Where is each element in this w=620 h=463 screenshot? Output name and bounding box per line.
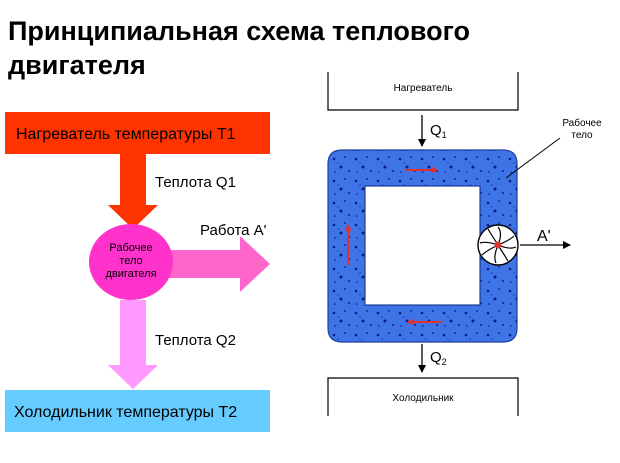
work-label: Работа A' xyxy=(200,222,267,239)
right-heater-box xyxy=(327,72,519,111)
work-arrow xyxy=(165,236,270,292)
working-body xyxy=(89,224,173,300)
q1-label: Q1 xyxy=(430,122,447,140)
heater-label: Нагреватель температуры T1 xyxy=(16,126,236,143)
working-body-line-3: двигателя xyxy=(105,268,156,280)
page-title: Принципиальная схема теплового двигателя xyxy=(8,14,608,82)
title-line-1: Принципиальная схема теплового xyxy=(8,16,471,46)
cooler-label: Холодильник температуры T2 xyxy=(14,404,237,421)
right-scheme: Нагреватель Q1 xyxy=(327,72,602,416)
working-body-callout xyxy=(505,137,561,179)
cooler-box xyxy=(5,390,270,432)
q2-label: Q2 xyxy=(430,349,447,367)
working-body-line-2: тело xyxy=(119,255,142,267)
heat-out-arrow xyxy=(108,300,158,389)
heat-out-label: Теплота Q2 xyxy=(155,332,236,349)
working-body-dots xyxy=(328,150,517,342)
heat-in-label: Теплота Q1 xyxy=(155,174,236,191)
title-line-2: двигателя xyxy=(8,50,146,80)
working-body-inner xyxy=(364,185,481,306)
turbine-icon xyxy=(477,224,519,266)
right-body-line-2: тело xyxy=(571,130,593,141)
right-heater-label: Нагреватель xyxy=(394,83,453,94)
heat-in-arrow xyxy=(108,154,158,229)
working-body-line-1: Рабочее xyxy=(109,242,152,254)
right-cooler-label: Холодильник xyxy=(392,393,454,404)
heater-box xyxy=(5,112,270,154)
right-work-label: A' xyxy=(537,228,551,245)
right-cooler-box xyxy=(327,377,519,416)
right-body-line-1: Рабочее xyxy=(562,117,602,129)
left-scheme: Нагреватель температуры T1 Теплота Q1 Ра… xyxy=(5,112,270,432)
